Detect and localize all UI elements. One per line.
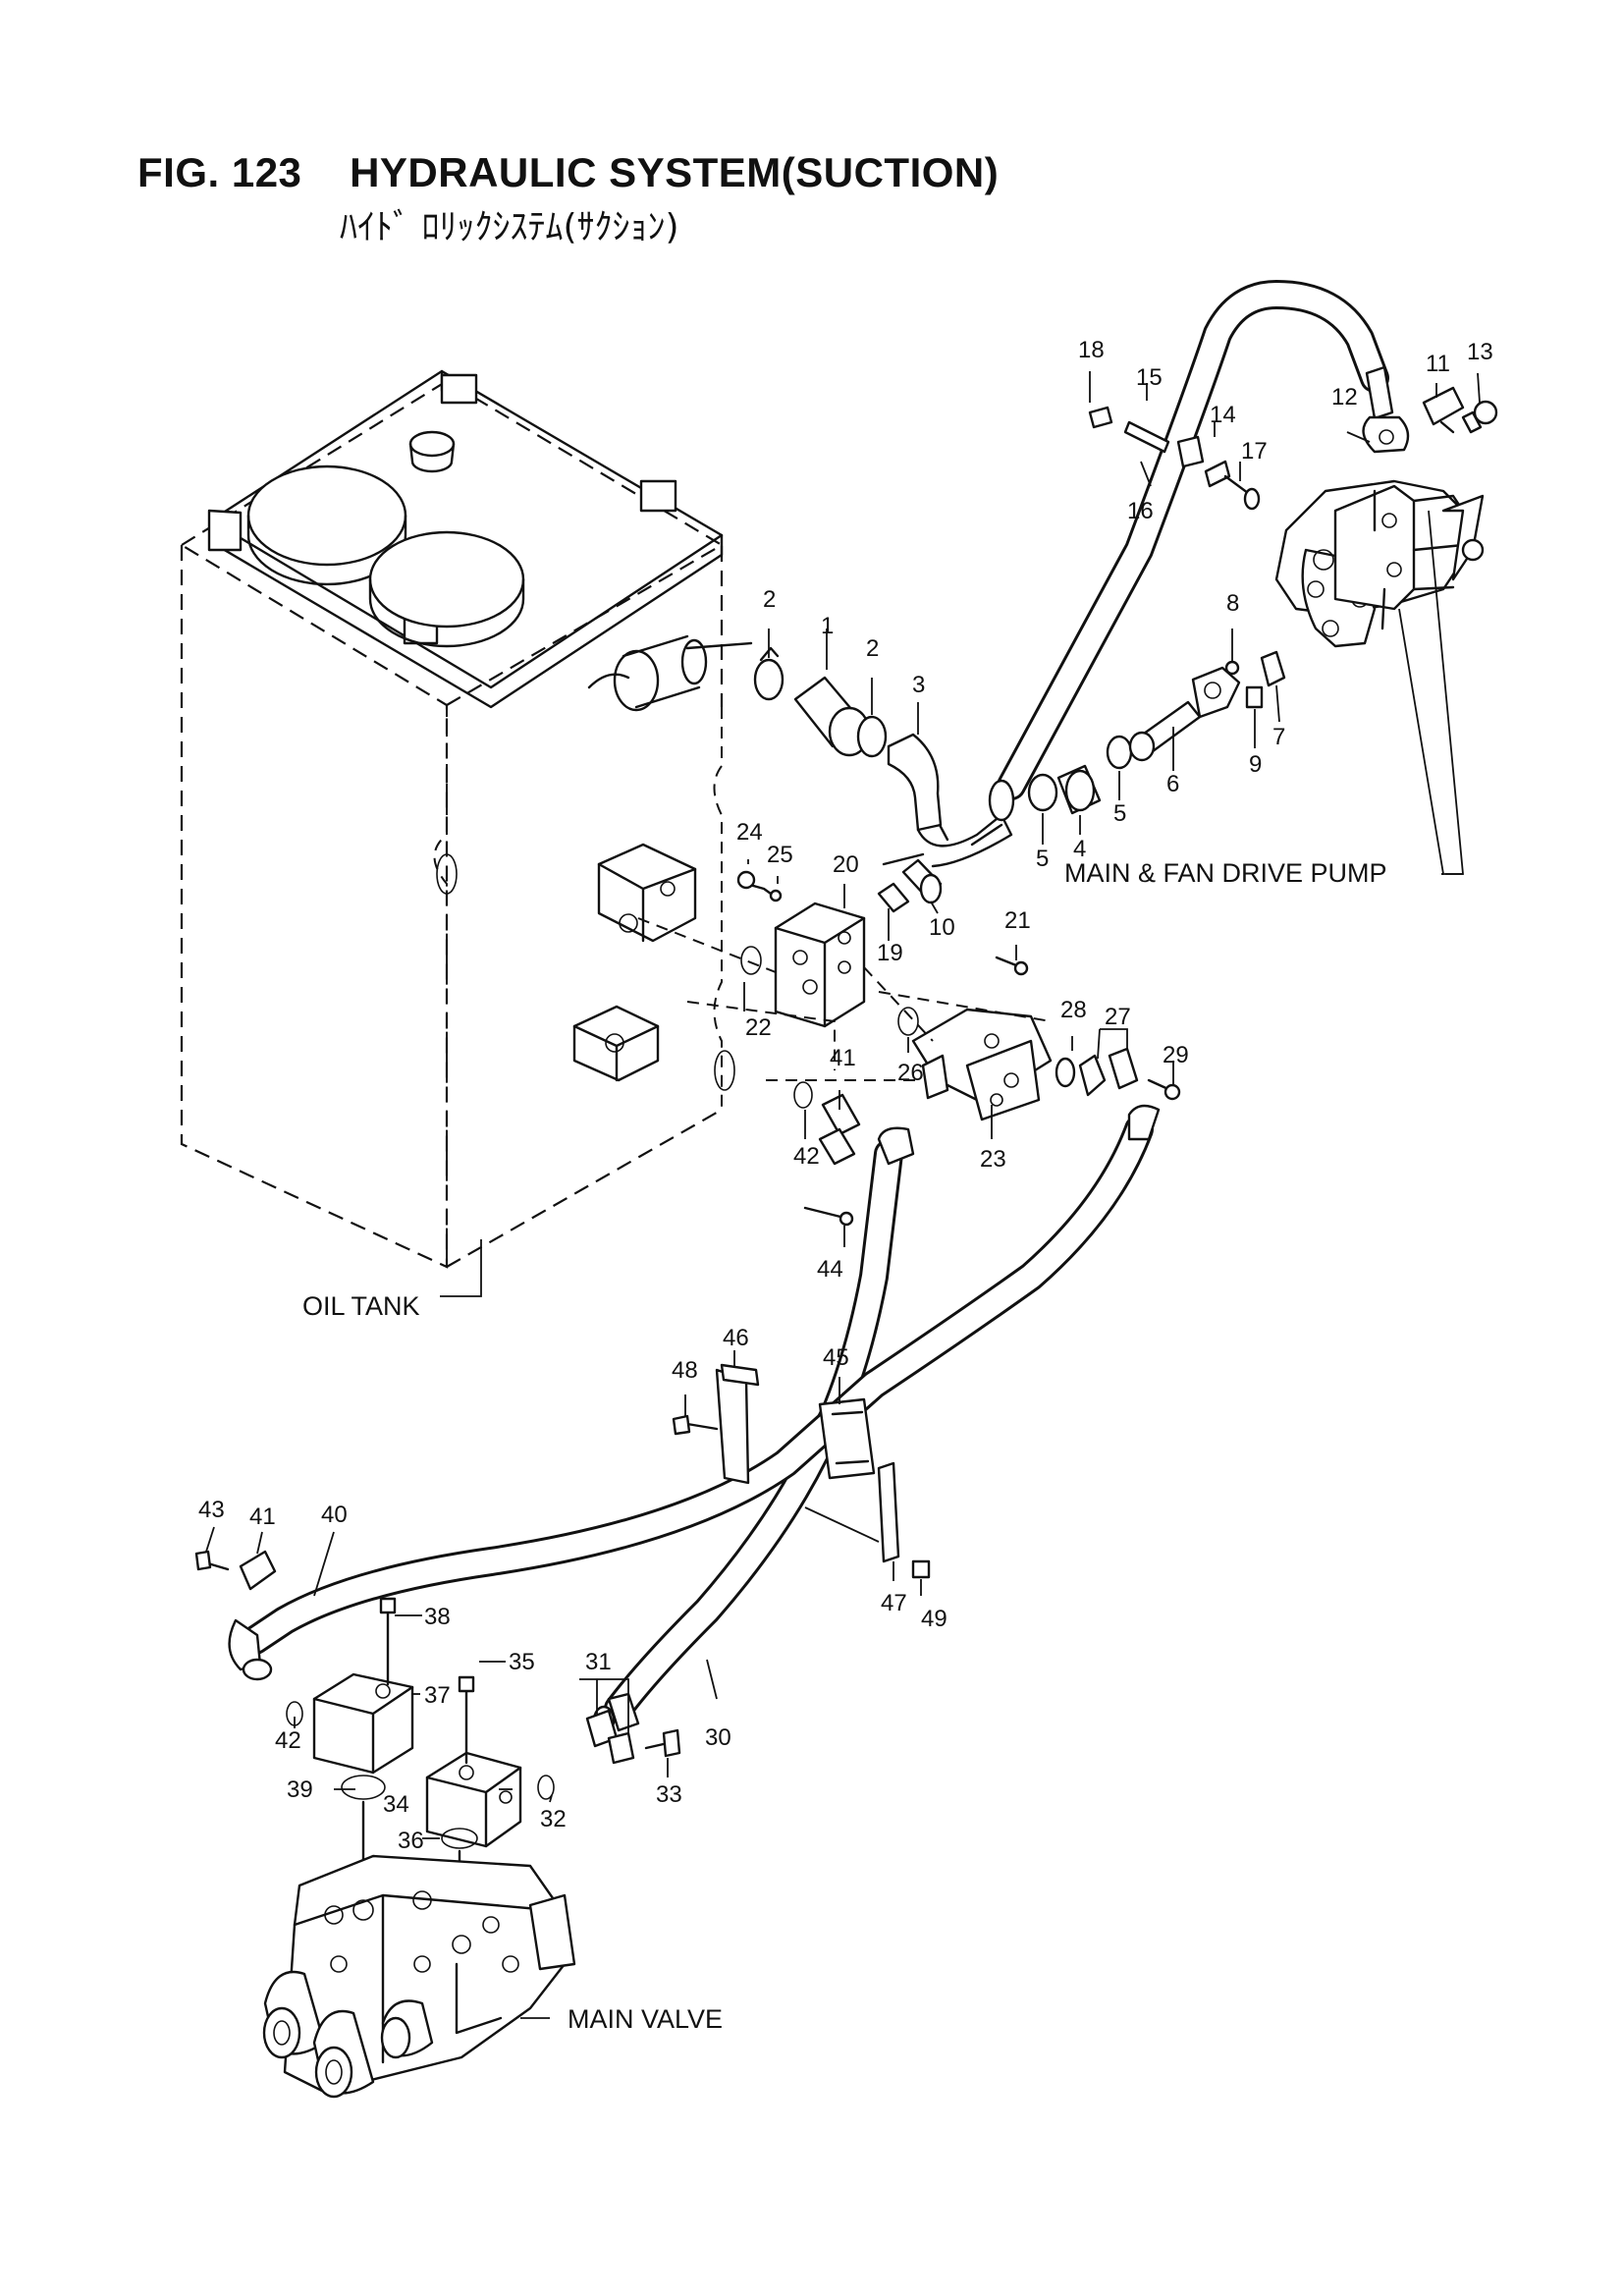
part-no-5b: 5 [1113,800,1126,827]
part-no-12: 12 [1331,384,1358,410]
part-no-45: 45 [823,1344,849,1371]
part-no-19: 19 [877,940,903,966]
pump-leader-a [1398,608,1445,875]
part-no-30: 30 [705,1724,731,1751]
part-number-labels: 1 2 2 3 4 5 5 6 7 8 9 10 11 12 13 14 15 … [198,337,1493,1854]
part-no-24: 24 [736,819,763,846]
figure-title: FIG. 123 HYDRAULIC SYSTEM(SUCTION) [137,149,1000,195]
suction-hoses [194,1104,1161,1765]
part-no-46: 46 [723,1325,749,1351]
main-fan-drive-pump-label: MAIN & FAN DRIVE PUMP [1064,858,1387,888]
pump-fittings [1027,650,1286,815]
part-no-48: 48 [672,1357,698,1384]
oil-tank-leader [440,1239,482,1297]
part-leaders [205,371,1481,1839]
part-no-37: 37 [424,1682,451,1709]
part-no-39: 39 [287,1777,313,1803]
oil-tank-label: OIL TANK [302,1291,420,1321]
part-no-9: 9 [1249,751,1262,778]
part-no-42b: 42 [793,1143,820,1170]
part-no-43: 43 [198,1497,225,1523]
valve-block-20 [637,870,866,1070]
main-fan-drive-pump [1274,479,1485,648]
part-no-3: 3 [912,672,925,698]
part-no-22: 22 [745,1014,772,1041]
main-valve [262,1775,576,2099]
part-no-7: 7 [1272,724,1285,750]
part-no-2b: 2 [866,635,879,662]
part-no-31: 31 [585,1649,612,1675]
suction-pipe-group [685,641,1013,868]
part-no-23: 23 [980,1146,1006,1173]
part-no-16: 16 [1127,498,1154,524]
part-no-6: 6 [1166,771,1179,797]
part-no-41a: 41 [249,1503,276,1530]
figure-subtitle: ﾊｲﾄﾞ ﾛﾘｯｸｼｽﾃﾑ(ｻｸｼｮﾝ) [340,207,679,247]
part-no-28: 28 [1060,997,1087,1023]
part-no-5a: 5 [1036,846,1049,872]
part-no-10: 10 [929,914,955,941]
oil-tank [180,369,735,1269]
part-no-25: 25 [767,842,793,868]
part-no-33: 33 [656,1781,682,1808]
part-no-15: 15 [1136,364,1163,391]
part-no-17: 17 [1241,438,1268,465]
part-no-32: 32 [540,1806,567,1832]
part-no-18: 18 [1078,337,1105,363]
part-no-29: 29 [1163,1042,1189,1068]
title-block: FIG. 123 HYDRAULIC SYSTEM(SUCTION) ﾊｲﾄﾞ … [137,149,999,249]
main-valve-label: MAIN VALVE [568,2004,723,2034]
part-no-42a: 42 [275,1727,301,1754]
part-no-21: 21 [1004,907,1031,934]
valve-block-23 [766,956,1181,1227]
part-no-13: 13 [1467,339,1493,365]
part-no-49: 49 [921,1606,947,1632]
part-no-40: 40 [321,1502,348,1528]
part-no-36: 36 [398,1828,424,1854]
part-no-20: 20 [833,851,859,878]
part-no-26: 26 [897,1060,924,1086]
part-no-41b: 41 [830,1045,856,1071]
part-no-27: 27 [1105,1004,1131,1030]
part-no-35: 35 [509,1649,535,1675]
part-no-2a: 2 [763,586,776,613]
part-no-38: 38 [424,1604,451,1630]
part-no-44: 44 [817,1256,843,1283]
part-no-8: 8 [1226,590,1239,617]
part-no-47: 47 [881,1590,907,1616]
part-no-1: 1 [821,613,834,639]
adapter-blocks [286,1597,555,1848]
part-no-11: 11 [1426,351,1450,377]
part-no-14: 14 [1210,402,1236,428]
part-no-34: 34 [383,1791,409,1818]
part-no-4: 4 [1073,836,1086,862]
pump-suction-hose [877,280,1498,913]
